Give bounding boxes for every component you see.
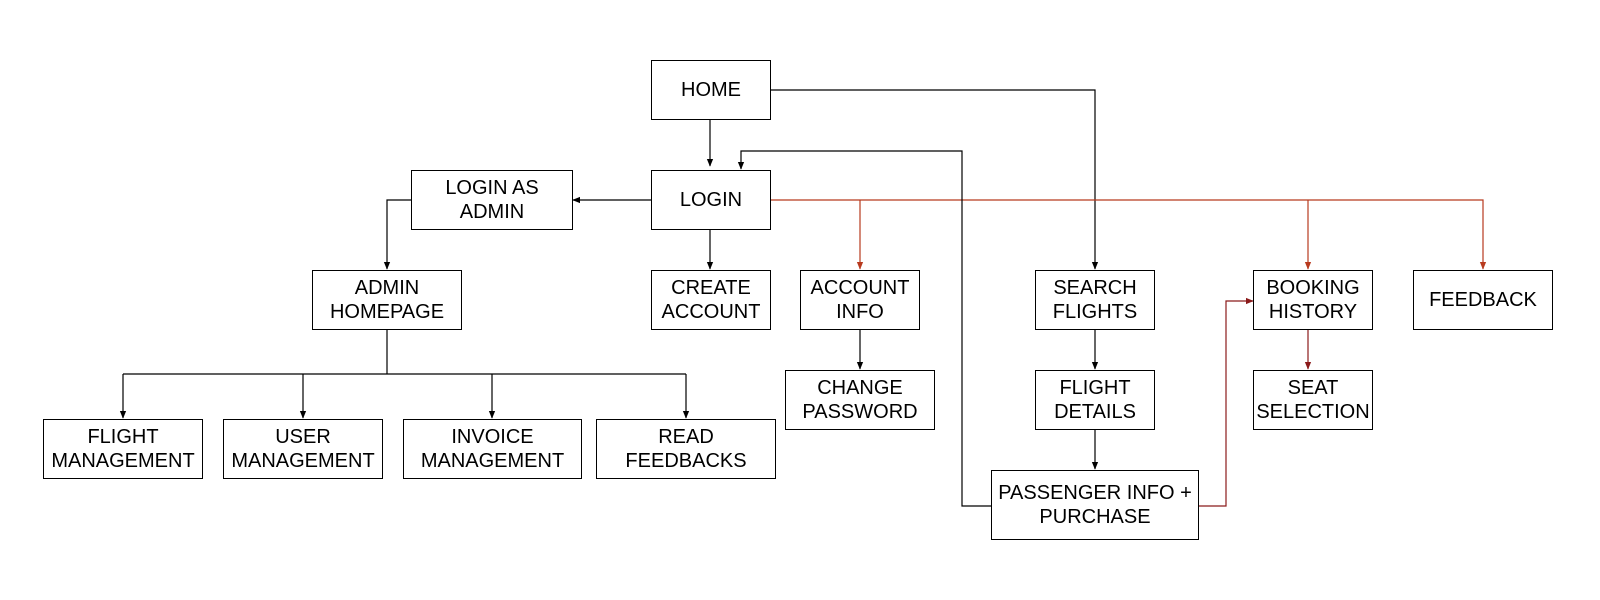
node-home: HOME: [651, 60, 771, 120]
node-account-info: ACCOUNT INFO: [800, 270, 920, 330]
node-invoice-management: INVOICE MANAGEMENT: [403, 419, 582, 479]
edge-login-highlight-trunk: [771, 199, 1487, 270]
edge-home-to-search-flights: [771, 89, 1099, 270]
node-create-account: CREATE ACCOUNT: [651, 270, 771, 330]
node-flight-details: FLIGHT DETAILS: [1035, 370, 1155, 430]
node-login: LOGIN: [651, 170, 771, 230]
edge-login-admin-to-admin-home: [383, 199, 411, 270]
edge-admin-home-trunk: [123, 330, 686, 375]
node-login-as-admin: LOGIN AS ADMIN: [411, 170, 573, 230]
node-flight-management: FLIGHT MANAGEMENT: [43, 419, 203, 479]
node-search-flights: SEARCH FLIGHTS: [1035, 270, 1155, 330]
node-change-password: CHANGE PASSWORD: [785, 370, 935, 430]
node-feedback: FEEDBACK: [1413, 270, 1553, 330]
node-passenger-info-purchase: PASSENGER INFO + PURCHASE: [991, 470, 1199, 540]
node-seat-selection: SEAT SELECTION: [1253, 370, 1373, 430]
node-user-management: USER MANAGEMENT: [223, 419, 383, 479]
node-read-feedbacks: READ FEEDBACKS: [596, 419, 776, 479]
edge-passenger-to-login: [737, 150, 991, 507]
edge-passenger-to-booking-history: [1199, 297, 1254, 507]
node-booking-history: BOOKING HISTORY: [1253, 270, 1373, 330]
node-admin-homepage: ADMIN HOMEPAGE: [312, 270, 462, 330]
